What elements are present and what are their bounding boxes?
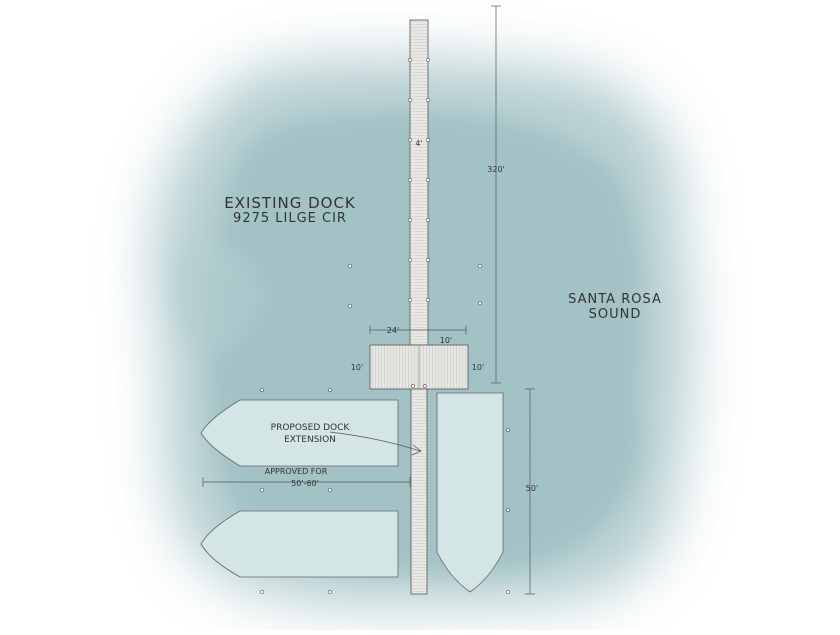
boat-right bbox=[436, 392, 504, 593]
piling bbox=[260, 488, 264, 492]
boat-length-dim: 50' bbox=[526, 484, 538, 493]
existing-dock-address: 9275 LILGE CIR bbox=[233, 211, 347, 226]
main-walkway bbox=[409, 19, 429, 346]
existing-dock-title: EXISTING DOCK bbox=[224, 194, 356, 212]
piling bbox=[348, 264, 352, 268]
piling bbox=[426, 98, 430, 102]
piling bbox=[478, 301, 482, 305]
piling bbox=[411, 384, 415, 388]
piling bbox=[260, 590, 264, 594]
piling bbox=[408, 178, 412, 182]
piling bbox=[426, 58, 430, 62]
platform-left-depth-dim: 10' bbox=[351, 363, 363, 372]
proposed-extension-walkway bbox=[410, 388, 428, 595]
sound-label-line1: SANTA ROSA bbox=[568, 292, 662, 307]
walkway-width-dim: 4' bbox=[415, 139, 422, 148]
dock-platform bbox=[369, 344, 469, 390]
piling bbox=[408, 258, 412, 262]
piling bbox=[426, 138, 430, 142]
piling bbox=[408, 298, 412, 302]
platform-right-depth-dim: 10' bbox=[472, 363, 484, 372]
piling bbox=[408, 138, 412, 142]
proposed-extension-line1: PROPOSED DOCK bbox=[271, 423, 351, 433]
proposed-extension-line2: EXTENSION bbox=[284, 435, 336, 445]
piling bbox=[328, 590, 332, 594]
piling bbox=[426, 218, 430, 222]
boat-slips bbox=[200, 392, 504, 593]
piling bbox=[478, 264, 482, 268]
piling bbox=[506, 508, 510, 512]
boat-lower-left bbox=[200, 510, 399, 578]
piling bbox=[506, 590, 510, 594]
piling bbox=[506, 428, 510, 432]
piling bbox=[348, 304, 352, 308]
platform-width-dim: 24' bbox=[387, 326, 399, 335]
piling bbox=[408, 218, 412, 222]
labels: EXISTING DOCK 9275 LILGE CIR SANTA ROSA … bbox=[224, 139, 662, 493]
piling bbox=[408, 58, 412, 62]
piling bbox=[426, 258, 430, 262]
approved-line2: 50'-60' bbox=[291, 479, 319, 488]
dimension-lines bbox=[202, 5, 535, 595]
dock-length-dim: 320' bbox=[487, 165, 504, 174]
pilings bbox=[260, 58, 510, 594]
approved-line1: APPROVED FOR bbox=[265, 467, 328, 476]
right-extension-dim: 10' bbox=[440, 336, 452, 345]
sound-label-line2: SOUND bbox=[589, 307, 642, 322]
piling bbox=[328, 388, 332, 392]
piling bbox=[408, 98, 412, 102]
boat-upper-left bbox=[200, 399, 399, 467]
piling bbox=[426, 298, 430, 302]
piling bbox=[260, 388, 264, 392]
piling bbox=[426, 178, 430, 182]
piling bbox=[423, 384, 427, 388]
piling bbox=[328, 488, 332, 492]
